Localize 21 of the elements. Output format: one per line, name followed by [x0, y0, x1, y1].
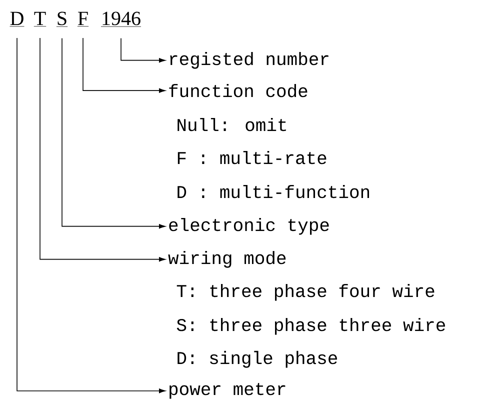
- arrow: [16, 38, 166, 394]
- arrow: [62, 38, 166, 229]
- item-label: registed number: [170, 52, 328, 69]
- code-letter: D: [10, 12, 24, 27]
- arrow: [40, 38, 166, 262]
- option-text: Null: omit: [178, 118, 286, 132]
- option-text: S: three phase three wire: [176, 318, 445, 335]
- option-text: F : multi-rate: [178, 150, 326, 164]
- arrow: [82, 38, 166, 93]
- code-letter: T: [34, 12, 46, 27]
- option-text: D : multi-function: [178, 184, 370, 198]
- item-label: electronic type: [169, 218, 329, 235]
- code-letter: 1946: [100, 12, 142, 27]
- item-label: function code: [169, 84, 308, 98]
- option-text: D: single phase: [178, 350, 337, 368]
- arrow: [120, 38, 166, 63]
- item-label: wiring mode: [168, 250, 286, 268]
- item-label: power meter: [170, 383, 286, 399]
- code-letter: F: [77, 12, 89, 27]
- option-text: T: three phase four wire: [176, 284, 434, 301]
- code-letter: S: [56, 12, 68, 27]
